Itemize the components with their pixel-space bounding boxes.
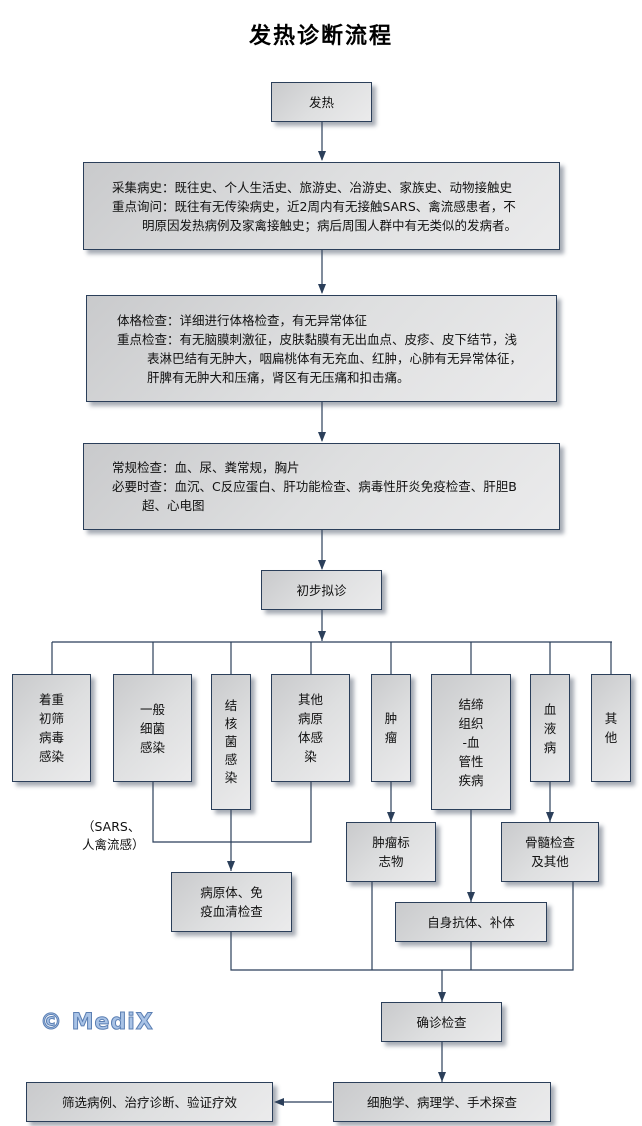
physical-line: 体格检查：详细进行体格检查，有无异常体征 (117, 312, 368, 328)
node-label: 骨髓检查 及其他 (524, 835, 575, 869)
node-confirmation: 确诊检查 (381, 1002, 502, 1042)
category-label: 一般 细菌 感染 (139, 701, 165, 755)
category-other: 其 他 (591, 674, 631, 782)
category-tumor: 肿 瘤 (371, 674, 411, 782)
arrowhead (318, 432, 326, 442)
node-history: 采集病史：既往史、个人生活史、旅游史、冶游史、家族史、动物接触史 重点询问：既往… (83, 162, 560, 250)
physical-line: 重点检查：有无脑膜刺激征，皮肤黏膜有无出血点、皮疹、皮下结节，浅 (117, 331, 518, 347)
category-label: 结 核 菌 感 染 (224, 698, 238, 785)
node-preliminary-diagnosis: 初步拟诊 (261, 570, 382, 610)
node-label: 确诊检查 (416, 1014, 467, 1030)
arrowhead (318, 631, 326, 641)
node-fever-label: 发热 (308, 94, 334, 110)
connector-infection-merge (152, 782, 312, 843)
routine-line: 超、心电图 (142, 498, 205, 513)
node-label: 筛选病例、治疗诊断、验证疗效 (61, 1094, 237, 1110)
arrowhead (438, 992, 446, 1002)
category-label: 血 液 病 (543, 701, 557, 755)
sars-note: （SARS、 人禽流感） (82, 819, 145, 852)
physical-line: 表淋巴结有无肿大，咽扁桃体有无充血、红肿，心肺有无异常体征， (147, 350, 523, 366)
category-other-pathogen: 其他 病原 体感 染 (271, 674, 350, 782)
history-line: 采集病史：既往史、个人生活史、旅游史、冶游史、家族史、动物接触史 (112, 179, 513, 195)
node-tumor-marker: 肿瘤标 志物 (346, 822, 436, 882)
node-label: 自身抗体、补体 (427, 914, 515, 930)
node-pathology: 细胞学、病理学、手术探查 (333, 1082, 551, 1122)
arrowhead (227, 861, 235, 871)
arrowhead (467, 892, 475, 902)
arrowhead (318, 151, 326, 161)
category-label: 肿 瘤 (384, 711, 398, 745)
category-label: 其他 病原 体感 染 (297, 692, 323, 764)
arrowhead (438, 1072, 446, 1082)
arrowhead (318, 560, 326, 570)
routine-line: 必要时查：血沉、C反应蛋白、肝功能检查、病毒性肝炎免疫检查、肝胆B (112, 479, 517, 494)
history-line: 重点询问：既往有无传染病史，近2周内有无接触SARS、禽流感患者，不 (112, 198, 516, 214)
arrowhead (387, 812, 395, 822)
arrowhead (546, 812, 554, 822)
node-fever: 发热 (271, 82, 372, 122)
node-bone-marrow: 骨髓检查 及其他 (501, 822, 599, 882)
node-autoantibody: 自身抗体、补体 (395, 902, 547, 942)
node-label: 细胞学、病理学、手术探查 (366, 1094, 517, 1110)
history-line: 明原因发热病例及家禽接触史；病后周围人群中有无类似的发病者。 (142, 217, 518, 233)
medix-watermark: © MediX (40, 1010, 154, 1036)
category-label: 其 他 (604, 711, 618, 745)
node-pathogen-serology: 病原体、免 疫血清检查 (171, 872, 292, 932)
category-connective-tissue: 结缔 组织 -血 管性 疾病 (431, 674, 511, 810)
category-label: 着重 初筛 病毒 感染 (38, 692, 64, 764)
category-bacterial: 一般 细菌 感染 (113, 674, 192, 782)
arrowhead (318, 284, 326, 294)
physical-line: 肝脾有无肿大和压痛，肾区有无压痛和扣击痛。 (147, 369, 410, 385)
category-tuberculosis: 结 核 菌 感 染 (211, 674, 251, 810)
node-physical-exam: 体格检查：详细进行体格检查，有无异常体征 重点检查：有无脑膜刺激征，皮肤黏膜有无… (86, 295, 557, 402)
category-blood-disease: 血 液 病 (530, 674, 570, 782)
page-title: 发热诊断流程 (248, 24, 393, 49)
category-label: 结缔 组织 -血 管性 疾病 (458, 696, 484, 788)
connector-lower-merge (230, 882, 574, 971)
node-prelim-label: 初步拟诊 (296, 582, 347, 598)
node-routine-tests: 常规检查：血、尿、粪常规，胸片 必要时查：血沉、C反应蛋白、肝功能检查、病毒性肝… (83, 443, 560, 530)
node-final: 筛选病例、治疗诊断、验证疗效 (26, 1082, 273, 1122)
routine-line: 常规检查：血、尿、粪常规，胸片 (112, 460, 300, 475)
node-label: 病原体、免 疫血清检查 (200, 885, 263, 919)
category-viral: 着重 初筛 病毒 感染 (12, 674, 91, 782)
node-label: 肿瘤标 志物 (372, 835, 410, 869)
arrowhead (274, 1098, 284, 1106)
